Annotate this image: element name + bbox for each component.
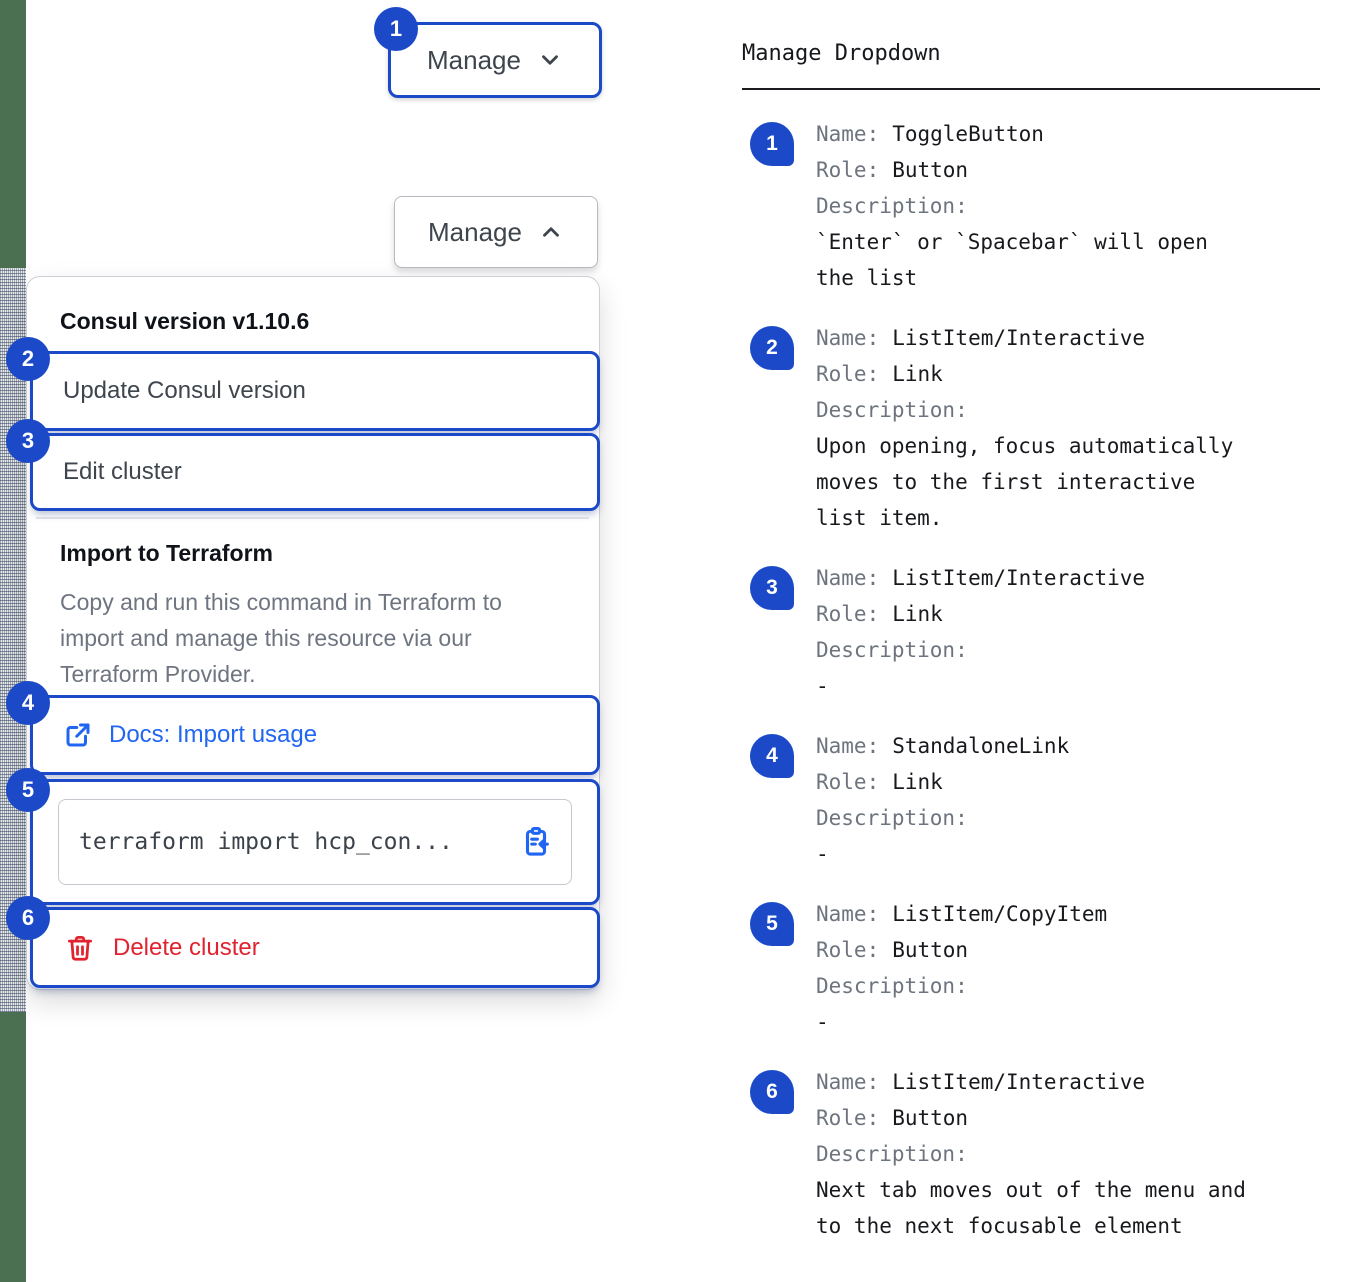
spec-name-row: Name:StandaloneLink [816, 734, 1070, 758]
annotation-badge-6: 6 [6, 896, 50, 940]
menu-item-docs-import-usage[interactable]: Docs: Import usage [30, 695, 600, 775]
annotation-bubble-5: 5 [750, 902, 794, 946]
menu-divider [36, 517, 589, 519]
spec-role-row: Role:Link [816, 362, 943, 386]
spec-column: Manage Dropdown 1 Name:ToggleButton Role… [742, 40, 1320, 1268]
docs-link-label: Docs: Import usage [109, 721, 318, 748]
spec-description-label: Description: [816, 638, 968, 662]
spec-title-rule [742, 88, 1320, 90]
annotation-badge-4: 4 [6, 681, 50, 725]
spec-name-row: Name:ListItem/Interactive [816, 326, 1146, 350]
manage-toggle-button-collapsed[interactable]: Manage [388, 22, 602, 98]
spec-role-row: Role:Button [816, 938, 969, 962]
left-texture-strip-noise [0, 268, 26, 1012]
menu-item-delete-cluster[interactable]: Delete cluster [30, 907, 600, 988]
spec-description-text: - [816, 674, 829, 698]
annotation-bubble-3: 3 [750, 566, 794, 610]
manage-toggle-button-expanded[interactable]: Manage [394, 196, 598, 268]
copy-command-field[interactable]: terraform import hcp_con... [58, 799, 572, 885]
spec-description-text: Next tab moves out of the menu and to th… [816, 1178, 1246, 1238]
spec-name-row: Name:ListItem/Interactive [816, 566, 1146, 590]
import-description-text: Copy and run this command in Terraform t… [60, 589, 502, 687]
spec-description-label: Description: [816, 806, 968, 830]
spec-entry-1: 1 Name:ToggleButton Role:Button Descript… [742, 116, 1320, 296]
annotation-bubble-6: 6 [750, 1070, 794, 1114]
spec-role-row: Role:Link [816, 770, 943, 794]
external-link-icon [66, 723, 90, 747]
consul-version-label: Consul version v1.10.6 [60, 308, 310, 334]
manage-toggle-label: Manage [428, 216, 522, 247]
spec-name-row: Name:ListItem/CopyItem [816, 902, 1108, 926]
spec-role-row: Role:Link [816, 602, 943, 626]
copy-command-text: terraform import hcp_con... [79, 829, 453, 855]
manage-toggle-label: Manage [427, 44, 521, 75]
spec-description-text: Upon opening, focus automatically moves … [816, 434, 1234, 530]
menu-item-edit-cluster[interactable]: Edit cluster [30, 433, 600, 511]
spec-description-text: - [816, 1010, 829, 1034]
trash-icon [68, 935, 92, 961]
import-to-terraform-heading: Import to Terraform [60, 540, 273, 566]
spec-description-label: Description: [816, 398, 968, 422]
annotation-badge-3: 3 [6, 419, 50, 463]
spec-role-row: Role:Button [816, 158, 969, 182]
annotation-bubble-4: 4 [750, 734, 794, 778]
annotation-badge-1: 1 [374, 7, 418, 51]
annotation-bubble-1: 1 [750, 122, 794, 166]
copy-clipboard-icon[interactable] [519, 825, 553, 859]
delete-cluster-label: Delete cluster [113, 933, 260, 961]
spec-entry-2: 2 Name:ListItem/Interactive Role:Link De… [742, 320, 1320, 536]
spec-description-text: - [816, 842, 829, 866]
menu-item-update-consul-version[interactable]: Update Consul version [30, 351, 600, 431]
spec-entry-3: 3 Name:ListItem/Interactive Role:Link De… [742, 560, 1320, 704]
spec-description-label: Description: [816, 1142, 968, 1166]
chevron-up-icon [543, 227, 559, 237]
annotation-badge-5: 5 [6, 768, 50, 812]
spec-title: Manage Dropdown [742, 41, 941, 66]
spec-name-row: Name:ListItem/Interactive [816, 1070, 1146, 1094]
spec-entry-5: 5 Name:ListItem/CopyItem Role:Button Des… [742, 896, 1320, 1040]
menu-item-label: Edit cluster [63, 458, 182, 485]
annotation-bubble-2: 2 [750, 326, 794, 370]
spec-entry-4: 4 Name:StandaloneLink Role:Link Descript… [742, 728, 1320, 872]
menu-item-label: Update Consul version [63, 377, 306, 404]
spec-role-row: Role:Button [816, 1106, 969, 1130]
spec-description-text: `Enter` or `Spacebar` will open the list [816, 230, 1208, 290]
chevron-down-icon [542, 55, 558, 65]
spec-description-label: Description: [816, 194, 968, 218]
menu-item-copy-command[interactable]: terraform import hcp_con... [30, 779, 600, 905]
spec-name-row: Name:ToggleButton [816, 122, 1044, 146]
annotation-badge-2: 2 [6, 337, 50, 381]
spec-entry-6: 6 Name:ListItem/Interactive Role:Button … [742, 1064, 1320, 1244]
spec-description-label: Description: [816, 974, 968, 998]
